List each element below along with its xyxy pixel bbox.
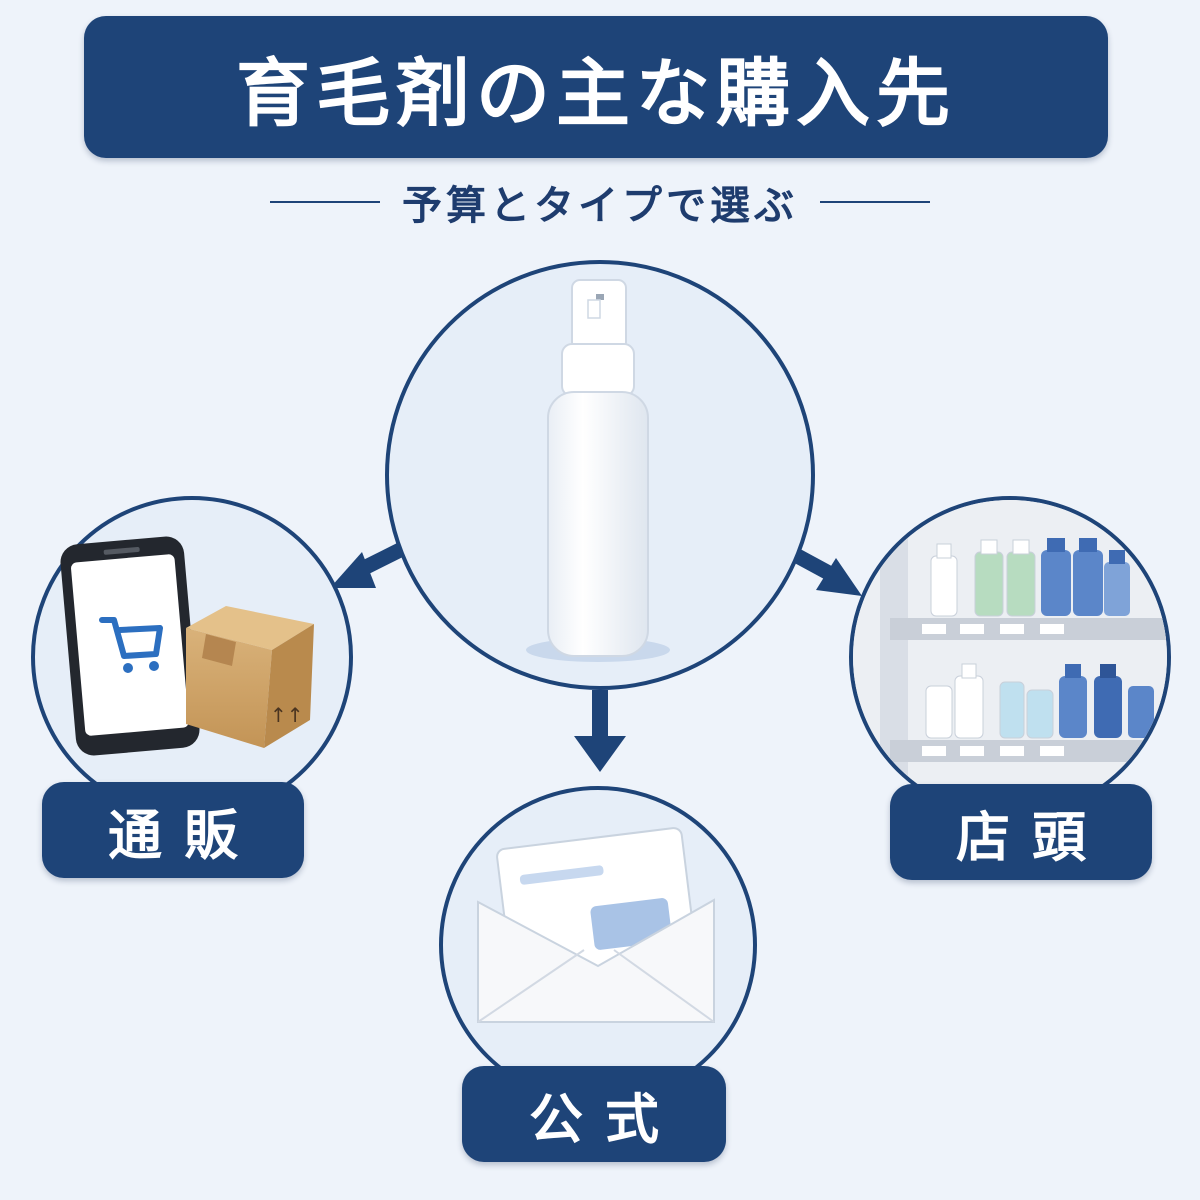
page-title: 育毛剤の主な購入先 <box>236 50 956 137</box>
label-tento: 店頭 <box>890 784 1152 880</box>
label-koshiki-text: 公式 <box>529 1087 681 1151</box>
smartphone-shopping-cart-icon <box>60 536 200 756</box>
subtitle-left-rule <box>270 201 380 203</box>
label-tsuhan-text: 通販 <box>108 803 260 867</box>
arrow-to-tsuhan <box>330 541 408 588</box>
cardboard-box-icon: ↑↑ <box>186 606 314 748</box>
arrow-to-koshiki <box>574 690 626 772</box>
label-tsuhan: 通販 <box>42 782 304 878</box>
subtitle: 予算とタイプで選ぶ <box>402 183 798 229</box>
svg-text:↑↑: ↑↑ <box>270 703 304 727</box>
envelope-icon <box>477 827 715 1023</box>
tsuhan-circle: ↑↑ <box>31 496 353 818</box>
spray-bottle-icon <box>526 279 670 662</box>
koshiki-circle <box>439 786 757 1104</box>
label-koshiki: 公式 <box>462 1066 726 1162</box>
subtitle-right-rule <box>820 201 930 203</box>
arrow-to-tento <box>786 545 862 596</box>
title-banner: 育毛剤の主な購入先 <box>84 16 1108 158</box>
subtitle-row: 予算とタイプで選ぶ <box>0 172 1200 232</box>
label-tento-text: 店頭 <box>956 805 1108 869</box>
tento-circle <box>849 496 1171 818</box>
center-circle <box>385 260 815 690</box>
